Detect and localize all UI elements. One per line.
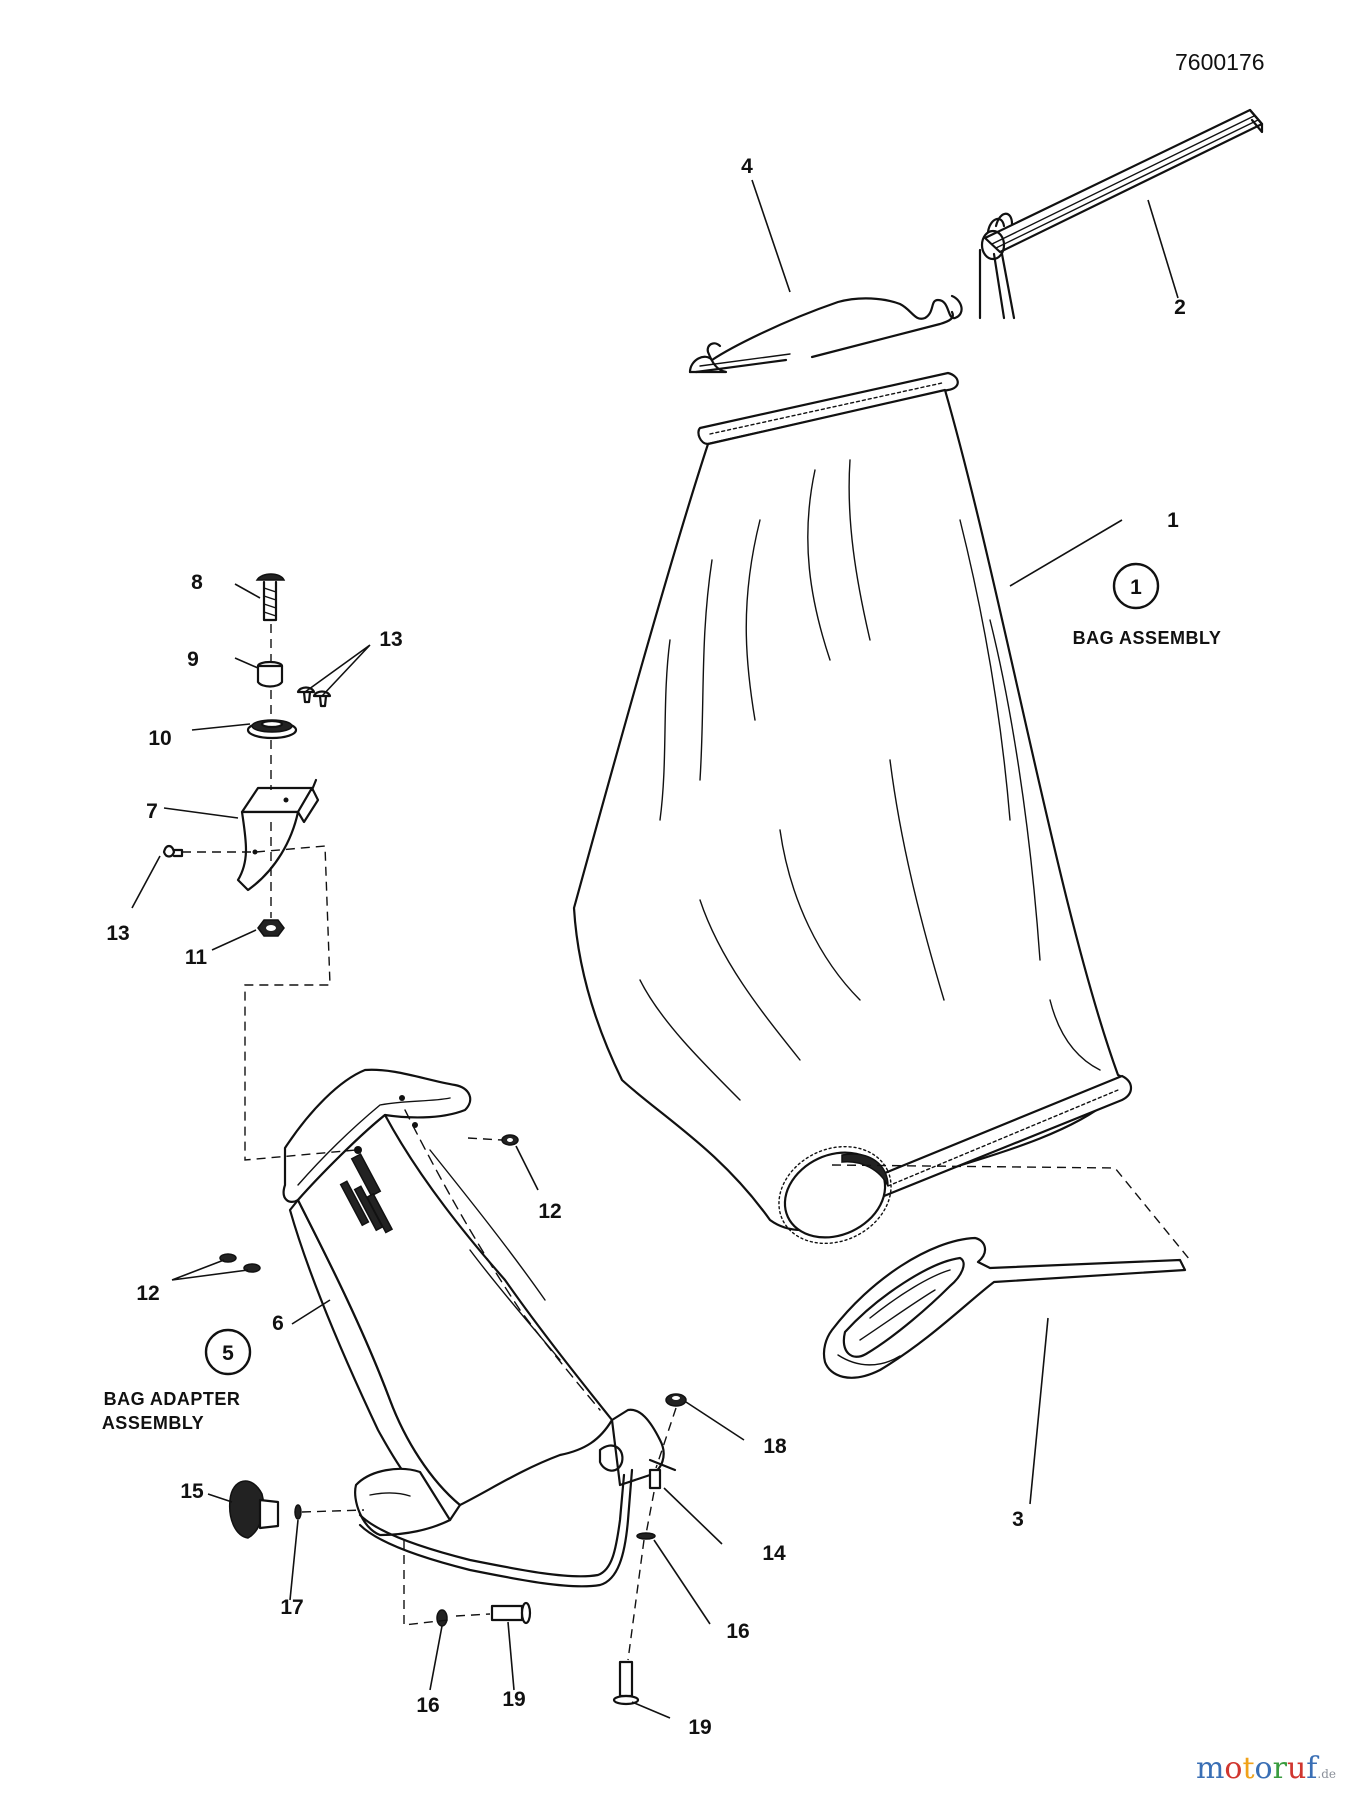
callout-18: 18 xyxy=(763,1435,787,1458)
watermark-letter: f xyxy=(1306,1751,1318,1786)
callout-15: 15 xyxy=(180,1480,204,1503)
callout-12-left: 12 xyxy=(136,1282,159,1305)
callout-9: 9 xyxy=(187,648,199,671)
part-1-bag xyxy=(572,371,1133,1245)
part-9-bushing xyxy=(256,660,284,688)
watermark-letter: r xyxy=(1272,1751,1287,1786)
document-id: 7600176 xyxy=(1175,49,1265,75)
part-12-washers xyxy=(219,1134,519,1273)
callout-13-top: 13 xyxy=(379,628,402,651)
hole-marker xyxy=(412,1122,418,1128)
part-6-chute xyxy=(282,1068,677,1588)
bag-assembly-badge: 1 BAG ASSEMBLY xyxy=(1073,562,1222,648)
callout-16-right: 16 xyxy=(726,1620,749,1643)
part-18-nut xyxy=(665,1393,687,1407)
hole-marker xyxy=(399,1095,405,1101)
watermark-letter: m xyxy=(1195,1751,1225,1786)
bag-adapter-label-line1: BAG ADAPTER xyxy=(104,1389,241,1409)
hole-marker xyxy=(354,1146,362,1154)
callout-1: 1 xyxy=(1167,509,1179,532)
bag-adapter-assembly-number: 5 xyxy=(222,1342,234,1365)
bag-adapter-label-line2: ASSEMBLY xyxy=(102,1413,204,1433)
part-3-bottom-frame xyxy=(822,1236,1187,1379)
callout-6: 6 xyxy=(272,1312,284,1335)
watermark-letter: o xyxy=(1254,1751,1273,1786)
watermark-letter: t xyxy=(1242,1751,1255,1786)
callout-11: 11 xyxy=(185,946,208,969)
watermark-letter: o xyxy=(1224,1751,1243,1786)
callout-8: 8 xyxy=(191,571,203,594)
part-2-frame-rod xyxy=(978,108,1264,320)
watermark-logo: motoruf.de xyxy=(1196,1751,1336,1786)
callout-12-right: 12 xyxy=(538,1200,561,1223)
callout-2: 2 xyxy=(1174,296,1186,319)
part-10-pulley xyxy=(246,719,298,740)
callout-numbers: 1 2 3 4 6 7 8 9 10 11 12 12 13 13 14 15 … xyxy=(106,155,1186,1739)
assembly-dashed-lines xyxy=(182,624,1191,1661)
part-15-knob xyxy=(228,1480,280,1539)
part-19-pins xyxy=(490,1601,640,1706)
part-14-spacer xyxy=(648,1468,662,1490)
callout-13-side: 13 xyxy=(106,922,129,945)
bag-assembly-label: BAG ASSEMBLY xyxy=(1073,628,1222,648)
bag-adapter-assembly-badge: 5 BAG ADAPTER ASSEMBLY xyxy=(102,1328,252,1433)
watermark-suffix: .de xyxy=(1317,1767,1336,1781)
callout-19-right: 19 xyxy=(688,1716,711,1739)
caution-label-decal xyxy=(339,1153,394,1234)
callout-14: 14 xyxy=(762,1542,786,1565)
callout-17: 17 xyxy=(280,1596,303,1619)
callout-19-bottom: 19 xyxy=(502,1688,525,1711)
callout-3: 3 xyxy=(1012,1508,1024,1531)
part-13-rivet-side xyxy=(162,844,184,858)
leader-lines xyxy=(131,179,1179,1719)
part-11-nut xyxy=(257,919,285,937)
callout-16-bottom: 16 xyxy=(416,1694,439,1717)
part-4-top-wire xyxy=(688,294,963,374)
part-8-bolt xyxy=(255,573,286,622)
callout-7: 7 xyxy=(146,800,158,823)
callout-10: 10 xyxy=(148,727,171,750)
part-13-rivets-top xyxy=(296,686,332,708)
bag-assembly-number: 1 xyxy=(1130,576,1142,599)
part-17-washer xyxy=(294,1504,302,1520)
part-16-washers xyxy=(436,1532,656,1627)
callout-4: 4 xyxy=(741,155,753,178)
part-7-bracket xyxy=(236,778,320,892)
watermark-letter: u xyxy=(1286,1751,1307,1786)
